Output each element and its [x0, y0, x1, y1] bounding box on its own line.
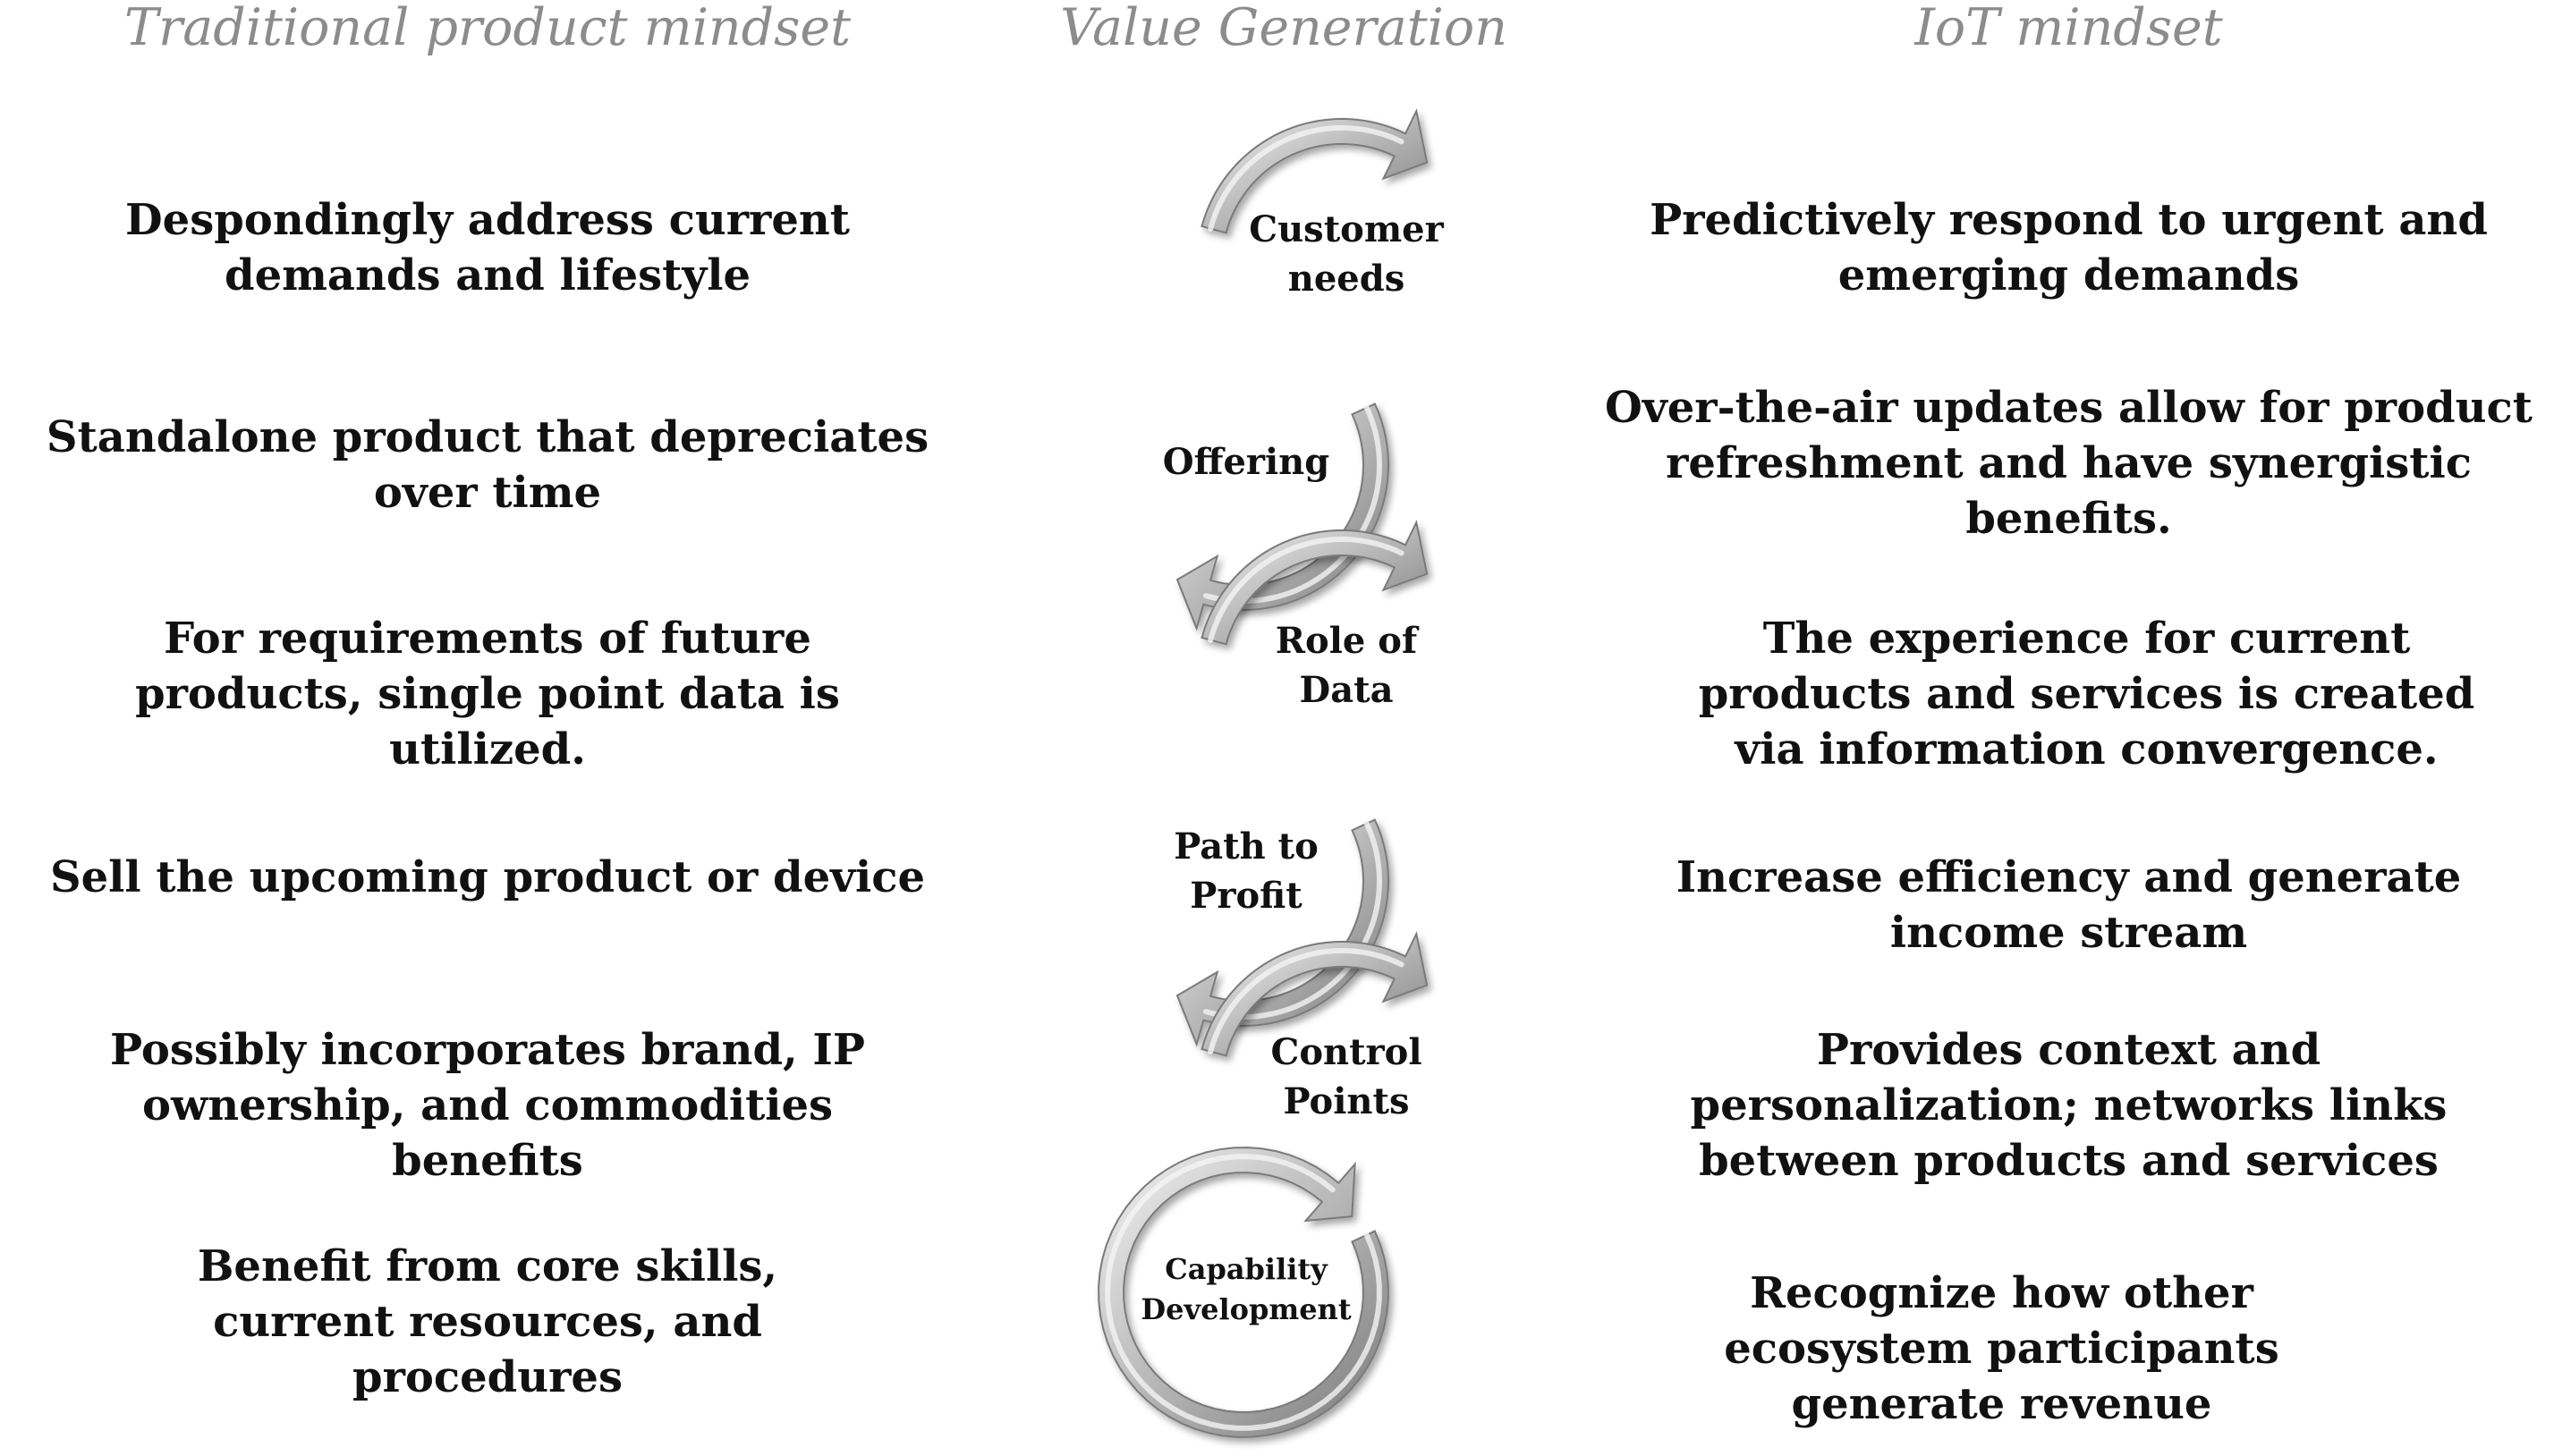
arrow-layer [1098, 108, 1429, 1438]
cycle-arrow-highlight-6 [1105, 1154, 1382, 1431]
stage-label-3-line2: Data [1300, 669, 1394, 711]
stage-label-5-line2: Points [1284, 1080, 1410, 1122]
iot-customer-needs-text: Predictively respond to urgent and emerg… [1650, 195, 2488, 301]
cycle-arrow-highlight-2 [1203, 404, 1382, 604]
cycle-arrow-body-6 [1098, 1147, 1389, 1438]
iot-role-of-data-text: The experience for current products and … [1698, 614, 2475, 775]
cycle-arrow-2 [1175, 402, 1389, 631]
cycle-arrow-highlight-3 [1208, 537, 1404, 643]
traditional-capability-text: Benefit from core skills, current resour… [197, 1241, 778, 1402]
stage-label-3-line1: Role of [1276, 620, 1420, 662]
cycle-arrow-body-3 [1201, 520, 1429, 646]
traditional-offering-text: Standalone product that depreciates over… [46, 412, 929, 518]
cycle-arrow-1 [1201, 108, 1429, 234]
cycle-arrow-4 [1175, 818, 1389, 1047]
header-value-generation: Value Generation [1060, 0, 1507, 57]
iot-path-to-profit-text: Increase efficiency and generate income … [1676, 852, 2462, 958]
stage-label-6-line2: Development [1141, 1292, 1351, 1326]
cycle-arrow-6 [1098, 1147, 1389, 1438]
iot-offering-text: Over-the-air updates allow for product r… [1605, 383, 2533, 544]
cycle-arrow-body-4 [1175, 818, 1389, 1047]
cycle-arrow-highlight-5 [1208, 948, 1404, 1054]
stage-label-1-line2: needs [1288, 258, 1404, 300]
stage-label-5-line1: Control [1270, 1031, 1421, 1073]
stage-label-4-line1: Path to [1174, 825, 1319, 868]
stage-label-1-line1: Customer [1249, 208, 1444, 250]
iot-capability-text: Recognize how other ecosystem participan… [1724, 1268, 2279, 1429]
header-iot-mindset: IoT mindset [1914, 0, 2223, 57]
cycle-arrow-body-2 [1175, 402, 1389, 631]
traditional-customer-needs-text: Despondingly address current demands and… [125, 195, 850, 301]
cycle-arrow-5 [1201, 931, 1429, 1057]
stage-label-6-line1: Capability [1165, 1252, 1328, 1286]
cycle-arrow-3 [1201, 520, 1429, 646]
stage-label-4-line2: Profit [1190, 875, 1302, 917]
cycle-arrow-highlight-1 [1208, 125, 1404, 232]
cycle-arrow-body-1 [1201, 108, 1429, 234]
traditional-role-of-data-text: For requirements of future products, sin… [135, 614, 840, 775]
stage-label-2-line1: Offering [1163, 441, 1329, 483]
header-traditional-mindset: Traditional product mindset [123, 0, 852, 57]
cycle-arrow-body-5 [1201, 931, 1429, 1057]
cycle-arrow-highlight-4 [1203, 820, 1382, 1020]
traditional-path-to-profit-text: Sell the upcoming product or device [49, 852, 926, 902]
traditional-control-points-text: Possibly incorporates brand, IP ownershi… [110, 1025, 865, 1186]
iot-control-points-text: Provides context and personalization; ne… [1690, 1025, 2448, 1186]
